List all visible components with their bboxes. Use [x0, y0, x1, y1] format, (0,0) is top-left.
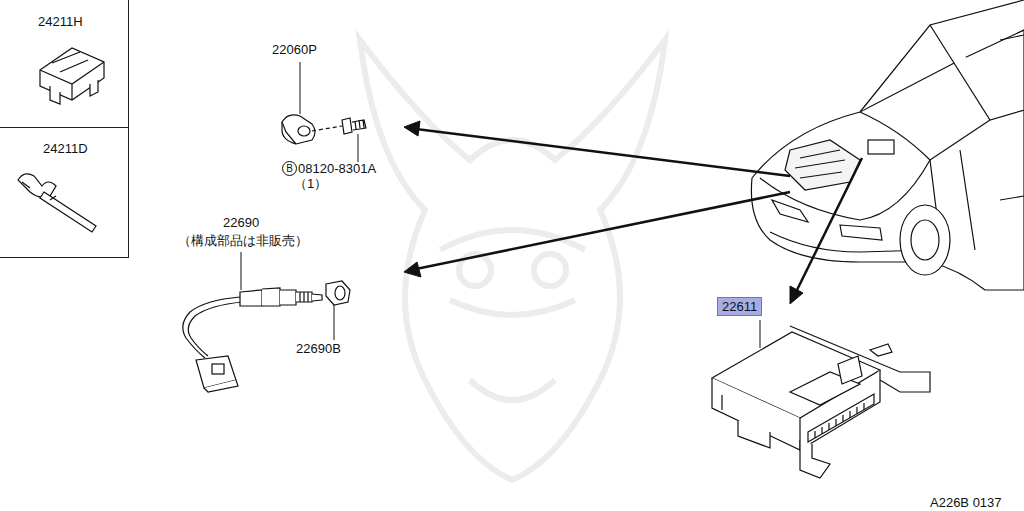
knock-sensor [282, 115, 366, 144]
inset-panel: 24211D [0, 127, 129, 258]
sensor-nut [326, 281, 350, 305]
diagram-code: A226B 0137 [930, 496, 1002, 510]
leader-line [241, 62, 760, 348]
quantity-note: （1） [294, 177, 327, 191]
parts-note: （構成部品は非販売） [178, 234, 308, 248]
watermark [360, 40, 665, 480]
part-number: 22690B [296, 342, 341, 356]
car-illustration [751, 0, 1024, 290]
inset-panel: 24211H [0, 0, 129, 128]
clip-part [40, 48, 104, 104]
oxygen-sensor [183, 288, 322, 392]
callout-number: 24211H [38, 14, 83, 29]
part-number: 22060P [272, 43, 317, 57]
part-number: 08120-8301A [298, 162, 376, 176]
ecu-unit [712, 326, 930, 478]
callout-number: 22611 [722, 299, 757, 314]
highlight-box: 22611 [717, 297, 762, 316]
bolt-symbol: B [282, 161, 297, 176]
part-number: 22690 [223, 216, 259, 230]
tie-strap [18, 174, 96, 232]
callout-number: 24211D [43, 141, 88, 156]
location-arrow [404, 121, 862, 304]
